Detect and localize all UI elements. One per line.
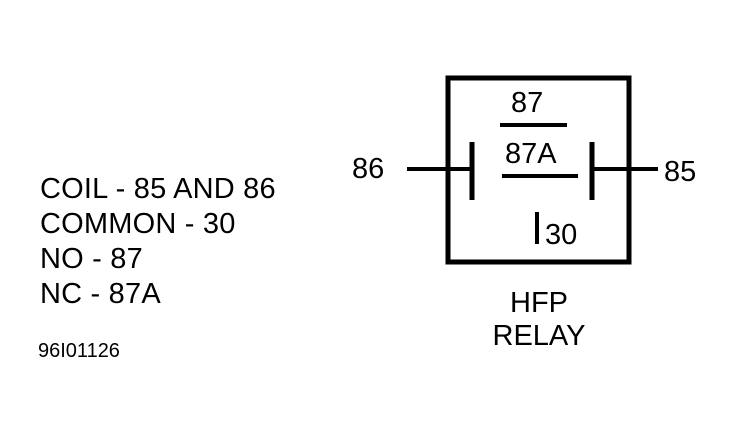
relay-label-line2: RELAY (493, 320, 586, 352)
legend-line-nc: NC - 87A (40, 278, 161, 310)
terminal-87a-label: 87A (505, 138, 557, 170)
legend-line-common: COMMON - 30 (40, 208, 236, 240)
legend-line-no: NO - 87 (40, 243, 143, 275)
terminal-85-label: 85 (664, 156, 696, 188)
terminal-86-label: 86 (352, 153, 384, 185)
figure-id: 96I01126 (38, 340, 120, 362)
terminal-87-label: 87 (511, 87, 543, 119)
legend: COIL - 85 AND 86 COMMON - 30 NO - 87 NC … (40, 172, 276, 312)
terminal-30-label: 30 (545, 219, 577, 251)
relay-label-line1: HFP (510, 287, 568, 319)
legend-line-coil: COIL - 85 AND 86 (40, 173, 276, 205)
